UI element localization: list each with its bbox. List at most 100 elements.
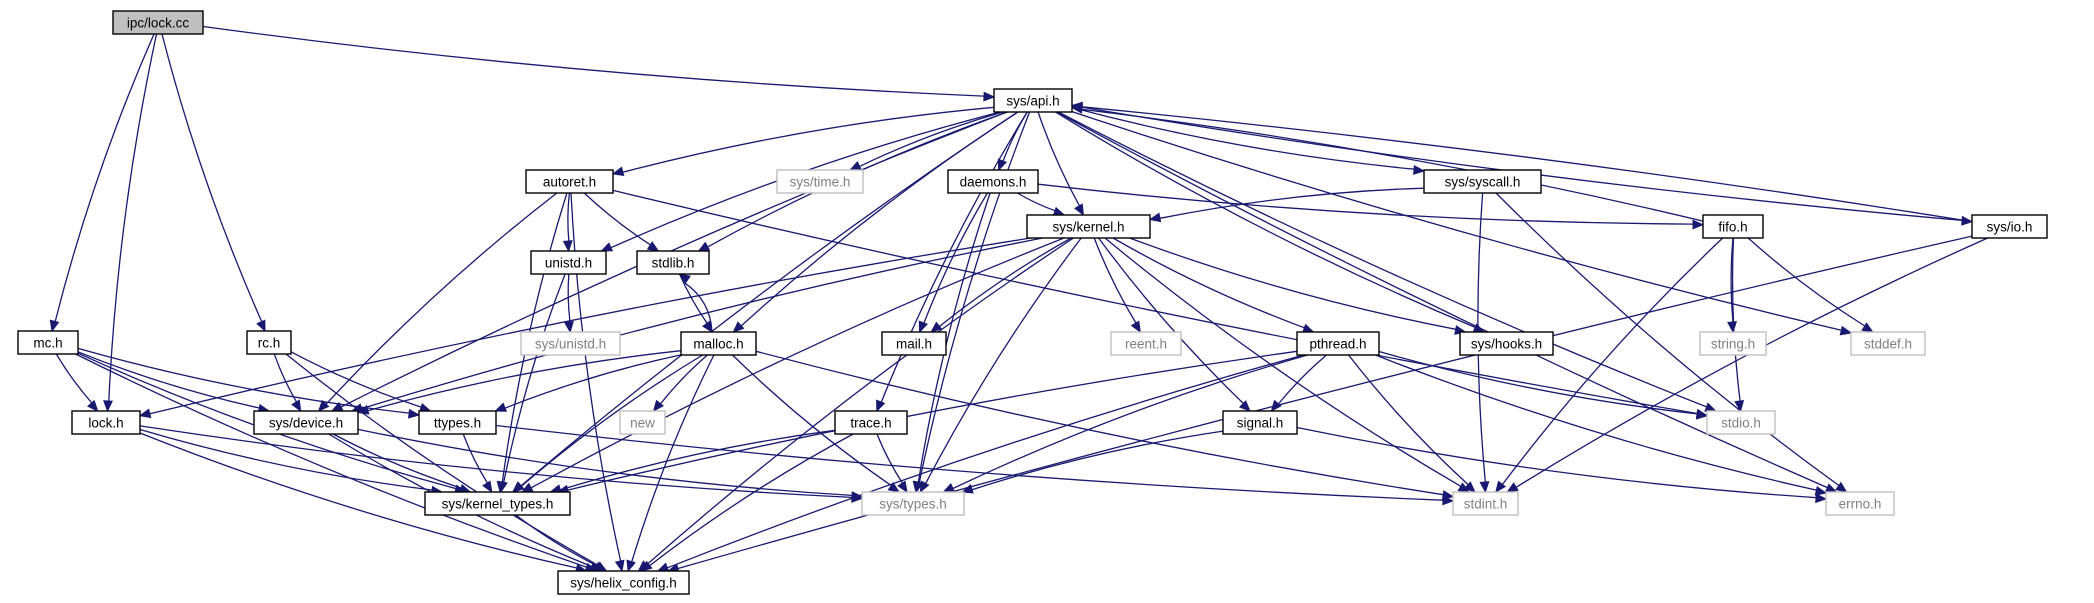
- node-daemons-h[interactable]: daemons.h: [947, 169, 1039, 194]
- node-box: [1825, 491, 1895, 516]
- arrowhead-pthread_h-to-signal_h: [1270, 399, 1282, 413]
- arrowhead-malloc_h-to-sys_helix_config_h: [626, 559, 636, 573]
- edge-stdlib_h-to-malloc_h: [678, 273, 708, 324]
- edge-sys_api_h-to-sys_io_h: [1071, 104, 1963, 222]
- arrowhead-sys_api_h-to-stdio_h: [1704, 402, 1717, 412]
- arrowhead-sys_syscall_h-to-sys_kernel_h: [1148, 212, 1162, 223]
- node-sys-device-h[interactable]: sys/device.h: [253, 410, 359, 435]
- node-label: ttypes.h: [434, 415, 481, 430]
- edge-malloc_h-to-stdlib_h: [684, 282, 713, 333]
- node-sys-kernel-h[interactable]: sys/kernel.h: [1026, 214, 1151, 239]
- node-sys-io-h[interactable]: sys/io.h: [1971, 214, 2048, 239]
- node-label: daemons.h: [960, 174, 1027, 189]
- edge-mc_h-to-ttypes_h: [77, 347, 410, 414]
- node-label: sys/unistd.h: [535, 336, 606, 351]
- arrowhead-sys_api_h-to-unistd_h: [600, 242, 614, 252]
- arrowhead-pthread_h-to-stdint_h: [1463, 481, 1476, 493]
- arrowhead-sys_api_h-to-sys_syscall_h: [1413, 165, 1426, 175]
- node-box: [680, 331, 757, 356]
- node-label: ipc/lock.cc: [127, 15, 190, 30]
- node-autoret-h[interactable]: autoret.h: [525, 169, 614, 194]
- node-rc-h[interactable]: rc.h: [246, 330, 292, 355]
- node-label: trace.h: [850, 415, 891, 430]
- edge-sys_api_h-to-errno_h: [1056, 111, 1828, 489]
- arrowhead-mc_h-to-lock_h: [87, 399, 99, 412]
- edge-ttypes_h-to-stdint_h: [495, 424, 1444, 501]
- arrowhead-malloc_h-to-sys_kernel_types_h: [512, 481, 525, 493]
- node-lock-h[interactable]: lock.h: [71, 410, 141, 435]
- node-box: [1452, 491, 1519, 516]
- node-label: sys/time.h: [790, 174, 851, 189]
- edge-malloc_h-to-stdint_h: [755, 350, 1444, 496]
- node-label: sys/hooks.h: [1471, 336, 1542, 351]
- node-sys-unistd-h: sys/unistd.h: [520, 331, 621, 356]
- arrowhead-autoret_h-to-sys_device_h: [317, 399, 330, 412]
- edge-sys_api_h-to-stdio_h: [1058, 111, 1707, 408]
- node-mc-h[interactable]: mc.h: [17, 330, 79, 355]
- edge-rc_h-to-sys_device_h: [273, 353, 298, 403]
- edge-fifo_h-to-stddef_h: [1747, 237, 1866, 327]
- node-mail-h[interactable]: mail.h: [881, 331, 947, 356]
- edge-mc_h-to-sys_device_h: [77, 351, 260, 409]
- edge-lock_h-to-sys_types_h: [139, 425, 853, 499]
- edge-sys_kernel_h-to-signal_h: [1098, 237, 1244, 404]
- edge-malloc_h-to-sys_helix_config_h: [631, 354, 715, 562]
- node-label: mc.h: [33, 335, 62, 350]
- edge-sys_api_h-to-stddef_h: [1071, 110, 1842, 331]
- node-label: new: [630, 415, 655, 430]
- arrowhead-sys_api_h-to-sys_time_h: [849, 161, 862, 171]
- node-sys-helix-config-h[interactable]: sys/helix_config.h: [557, 570, 690, 595]
- edge-autoret_h-to-stdlib_h: [583, 192, 651, 246]
- node-stdlib-h[interactable]: stdlib.h: [636, 250, 710, 275]
- node-malloc-h[interactable]: malloc.h: [680, 331, 757, 356]
- arrowhead-autoret_h-to-unistd_h: [562, 240, 573, 253]
- node-box: [17, 330, 79, 355]
- node-label: string.h: [1711, 336, 1755, 351]
- edge-pthread_h-to-stdint_h: [1348, 354, 1469, 486]
- arrowhead-pthread_h-to-sys_helix_config_h: [656, 562, 670, 572]
- node-sys-api-h[interactable]: sys/api.h: [993, 88, 1073, 113]
- node-trace-h[interactable]: trace.h: [834, 410, 908, 435]
- edge-malloc_h-to-new: [659, 354, 708, 405]
- node-sys-syscall-h[interactable]: sys/syscall.h: [1423, 169, 1542, 194]
- arrowhead-trace_h-to-sys_helix_config_h: [640, 560, 653, 572]
- edge-trace_h-to-sys_types_h: [876, 433, 903, 484]
- node-label: sys/io.h: [1987, 219, 2033, 234]
- edge-sys_api_h-to-autoret_h: [622, 106, 995, 173]
- node-box: [881, 331, 947, 356]
- edge-mc_h-to-lock_h: [55, 353, 93, 404]
- edge-pthread_h-to-errno_h: [1375, 354, 1817, 491]
- arrowhead-sys_device_h-to-sys_types_h: [851, 491, 864, 502]
- edge-lock_h-to-sys_helix_config_h: [139, 432, 577, 569]
- arrowhead-sys_api_h-to-daemons_h: [997, 158, 1008, 172]
- node-ttypes-h[interactable]: ttypes.h: [418, 410, 497, 435]
- arrowhead-daemons_h-to-fifo_h: [1692, 219, 1705, 230]
- edge-sys_api_h-to-sys_time_h: [859, 111, 1003, 167]
- node-label: sys/kernel.h: [1052, 219, 1124, 234]
- node-label: sys/api.h: [1006, 93, 1059, 108]
- node-box: [1706, 410, 1776, 435]
- node-sys-kernel-types-h[interactable]: sys/kernel_types.h: [424, 491, 571, 516]
- node-ipc-lock-cc[interactable]: ipc/lock.cc: [112, 10, 204, 35]
- node-box: [1850, 331, 1926, 356]
- node-unistd-h[interactable]: unistd.h: [530, 250, 607, 275]
- node-string-h: string.h: [1699, 331, 1767, 356]
- arrowhead-rc_h-to-sys_device_h: [291, 399, 302, 413]
- node-fifo-h[interactable]: fifo.h: [1702, 214, 1764, 239]
- node-sys-hooks-h[interactable]: sys/hooks.h: [1459, 331, 1554, 356]
- edge-trace_h-to-sys_kernel_types_h: [560, 429, 836, 491]
- edge-sys_kernel_h-to-mail_h: [939, 237, 1072, 327]
- node-sys-time-h: sys/time.h: [776, 169, 864, 194]
- node-label: stdlib.h: [652, 255, 695, 270]
- edge-sys_kernel_h-to-sys_types_h: [925, 237, 1082, 484]
- edge-sys_kernel_h-to-lock_h: [149, 237, 1032, 415]
- edge-malloc_h-to-sys_device_h: [367, 350, 682, 412]
- arrowhead-malloc_h-to-ttypes_h: [494, 402, 508, 412]
- node-signal-h[interactable]: signal.h: [1222, 410, 1298, 435]
- node-box: [530, 250, 607, 275]
- arrowhead-sys_api_h-to-autoret_h: [611, 166, 625, 176]
- arrowhead-sys_io_h-to-sys_api_h: [1070, 101, 1083, 112]
- node-pthread-h[interactable]: pthread.h: [1296, 331, 1380, 356]
- edge-unistd_h-to-sys_unistd_h: [567, 273, 571, 323]
